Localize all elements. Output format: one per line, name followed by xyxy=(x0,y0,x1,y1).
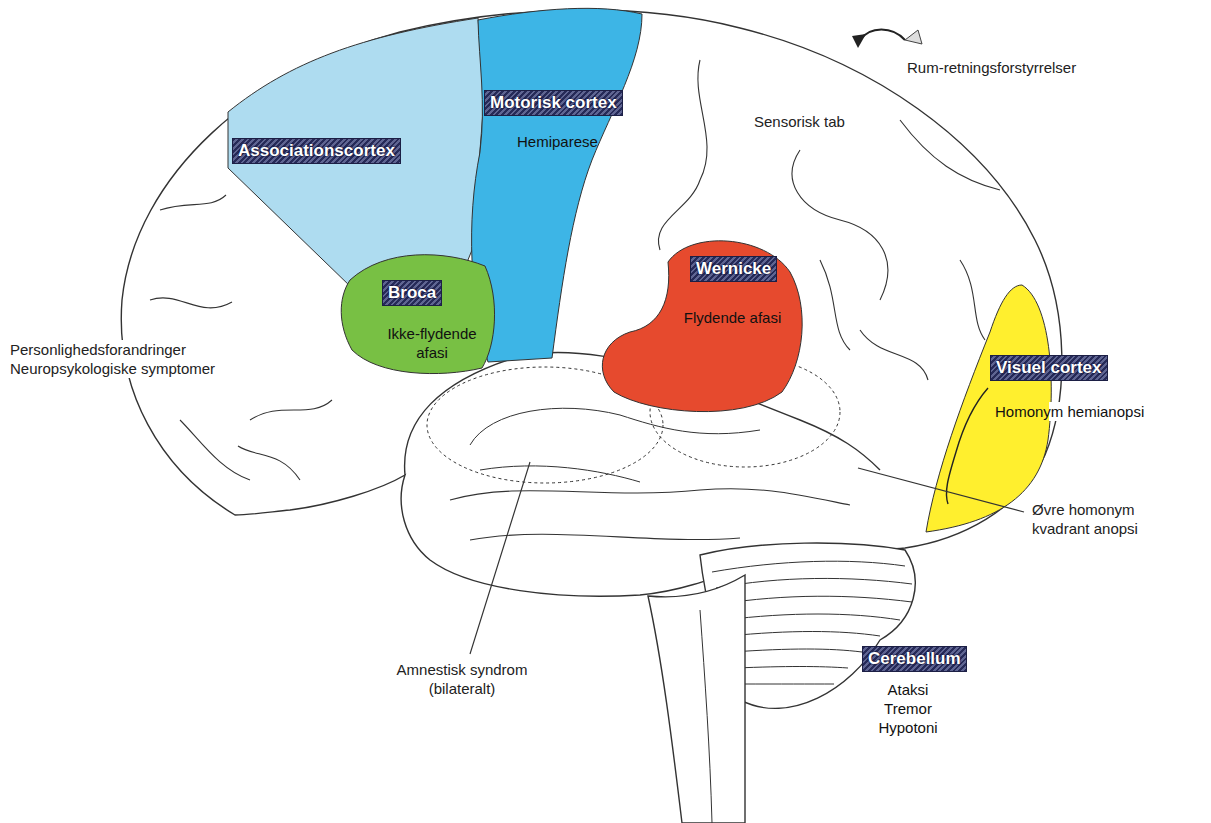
leader-line xyxy=(470,462,530,654)
region-heading: Cerebellum xyxy=(862,646,967,672)
brainstem-line xyxy=(700,610,712,823)
rotation-arrow xyxy=(860,30,905,41)
symptom-label: Sensorisk tab xyxy=(752,112,847,131)
region-heading: Motorisk cortex xyxy=(484,90,623,116)
leader-line xyxy=(858,468,1024,512)
symptom-text: Homonym hemianopsi xyxy=(993,402,1146,421)
region-heading: Wernicke xyxy=(690,256,777,282)
symptom-text: Ataksi Tremor Hypotoni xyxy=(868,680,948,737)
cerebrum-outline xyxy=(121,10,1062,596)
rotation-tail xyxy=(905,30,922,44)
cerebellum-label-group: CerebellumAtaksi Tremor Hypotoni xyxy=(855,640,1025,755)
region-fill xyxy=(228,18,484,292)
symptom-label: Rum-retningsforstyrrelser xyxy=(905,58,1078,77)
symptom-label: Øvre homonym kvadrant anopsi xyxy=(1030,500,1179,538)
region-heading: Broca xyxy=(382,280,442,306)
symptom-label: Personlighedsforandringer Neuropsykologi… xyxy=(8,340,240,378)
wernicke-region: WernickeFlydende afasi xyxy=(595,228,820,423)
symptom-label: Amnestisk syndrom (bilateralt) xyxy=(380,660,544,698)
rotation-arrowhead xyxy=(852,34,866,48)
sulcus-line xyxy=(946,388,988,504)
symptom-text: Flydende afasi xyxy=(680,308,785,327)
region-fill xyxy=(472,8,642,362)
symptom-text: Hemiparese xyxy=(517,132,598,151)
brainstem xyxy=(648,575,745,823)
region-fill xyxy=(602,241,802,412)
region-heading: Visuel cortex xyxy=(990,355,1108,381)
hippocampus-line xyxy=(480,466,640,482)
region-heading: Associationscortex xyxy=(232,138,401,164)
symptom-text: Ikke-flydende afasi xyxy=(382,324,482,362)
broca-region: BrocaIkke-flydende afasi xyxy=(338,242,503,382)
region-fill xyxy=(341,255,494,374)
hippocampus-line xyxy=(470,408,760,445)
